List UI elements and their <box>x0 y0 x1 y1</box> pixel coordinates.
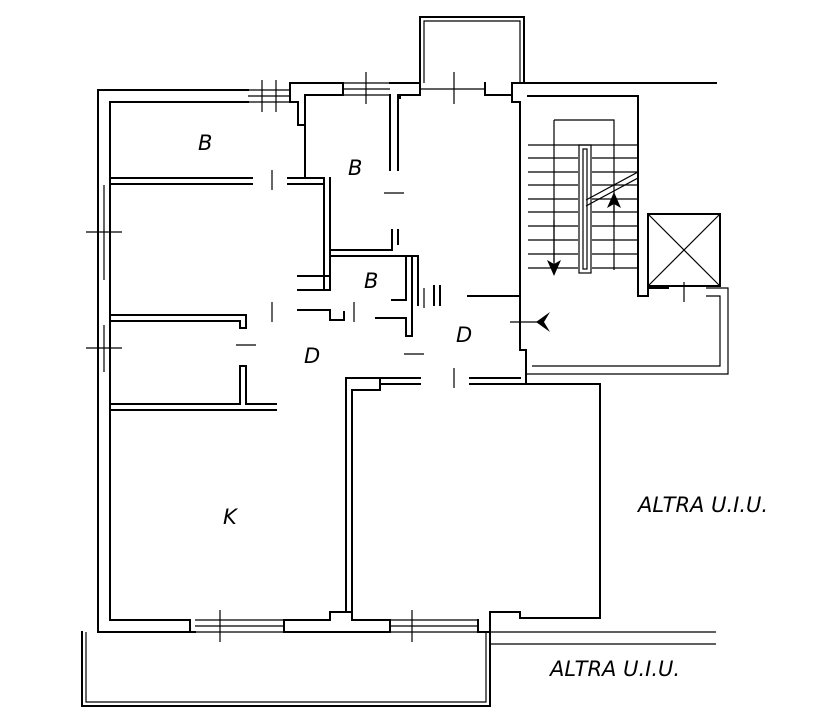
room-label-b2: B <box>348 156 362 180</box>
room-label-k: K <box>223 505 239 529</box>
stairwell <box>526 95 729 375</box>
entrance-arrow-icon <box>510 312 550 332</box>
room-label-d-hall: D <box>456 323 472 347</box>
adjacent-unit-label-east: ALTRA U.I.U. <box>636 493 768 517</box>
stair-up-arrow-icon <box>607 192 621 208</box>
adjacent-unit-label-south: ALTRA U.I.U. <box>548 657 680 681</box>
door-openings <box>236 170 455 388</box>
room-label-b3: B <box>364 269 378 293</box>
windows <box>86 72 485 642</box>
exterior-walls <box>81 16 717 707</box>
interior-walls <box>109 94 527 613</box>
room-label-d-corridor: D <box>304 344 320 368</box>
stair-down-arrow-icon <box>547 260 561 276</box>
room-label-b1: B <box>198 131 212 155</box>
elevator-shaft-icon <box>647 213 721 302</box>
